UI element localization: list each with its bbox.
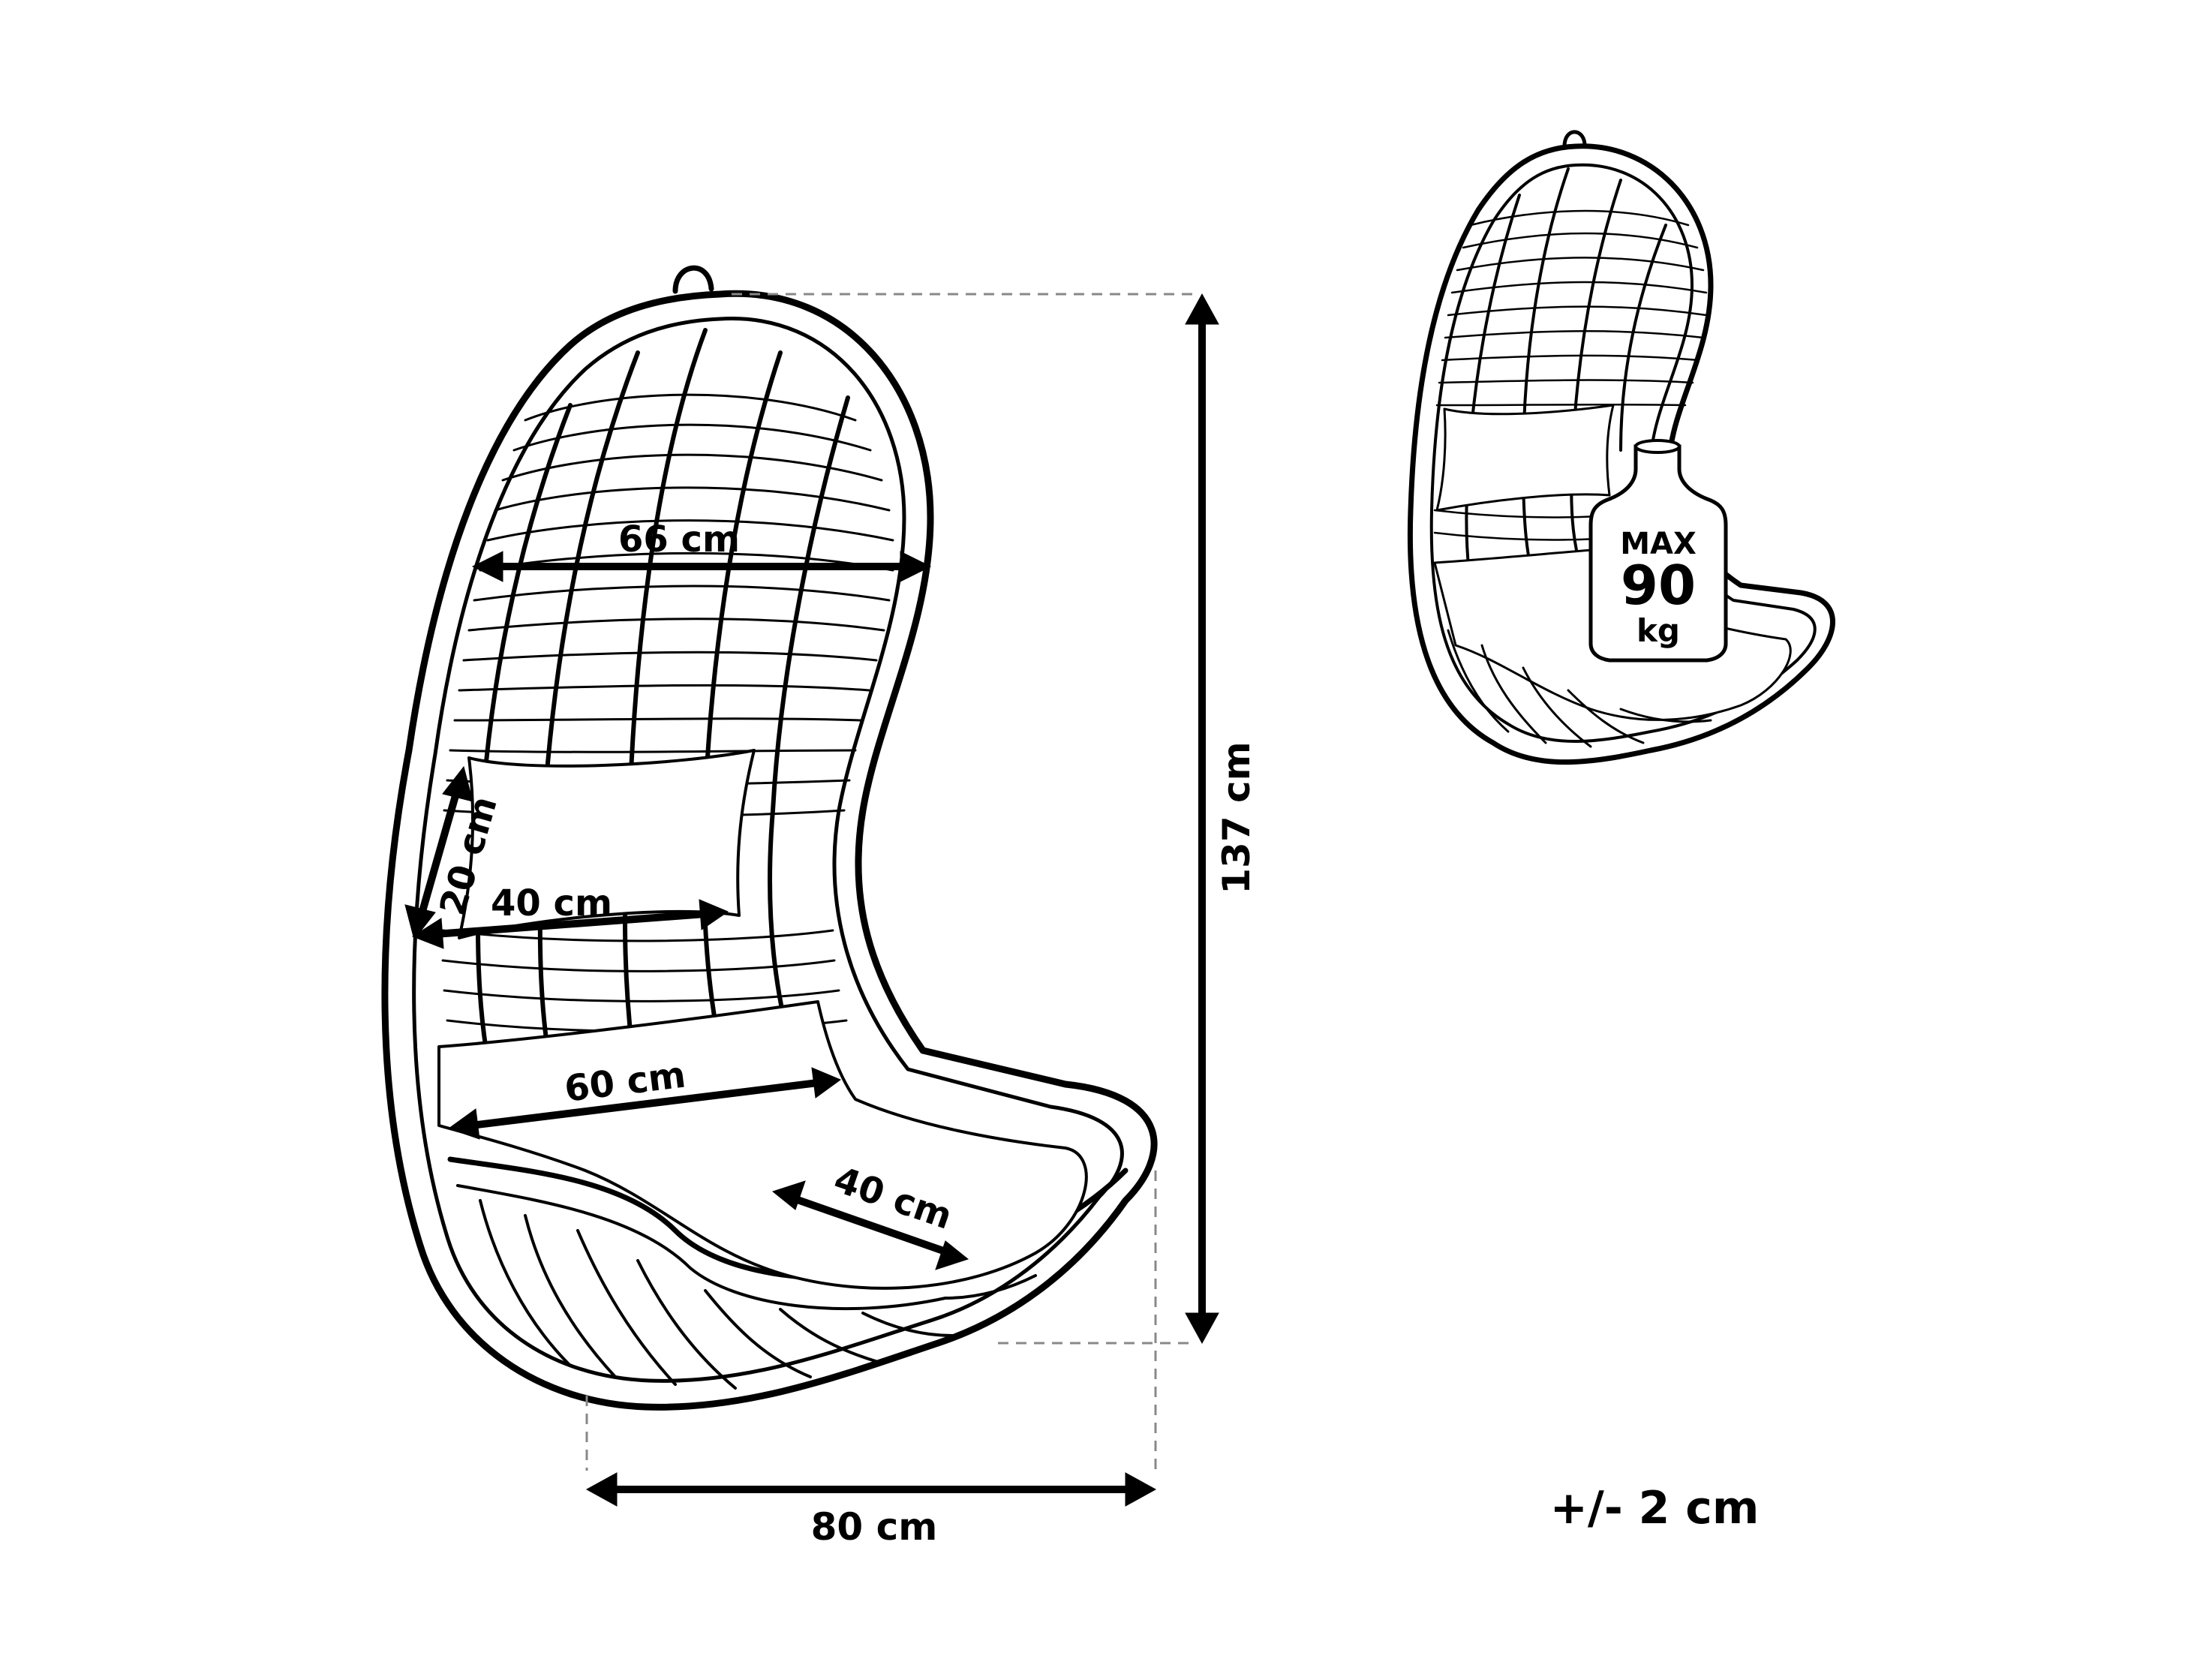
- hanging-chair-drawing-small: [1407, 130, 1835, 765]
- hanging-chair-drawing-large: [381, 265, 1158, 1411]
- back-slats: [441, 393, 894, 1032]
- weight-max-label: MAX: [1620, 527, 1697, 561]
- small-outer-frame: [1407, 143, 1835, 765]
- back-pillow: [458, 749, 756, 939]
- weight-unit: kg: [1636, 612, 1680, 649]
- small-back-pillow: [1435, 404, 1615, 512]
- dimension-arrows: [404, 293, 1219, 1507]
- pillow-width-arrow: [434, 910, 706, 938]
- outer-frame-inner-line: [412, 317, 1124, 1383]
- cushion-width-arrow: [470, 1079, 819, 1129]
- total-height-label: 137 cm: [1215, 741, 1258, 894]
- seat-back-width-label: 66 cm: [618, 518, 740, 561]
- cushion-depth-arrow: [794, 1195, 947, 1255]
- weight-icon: [1588, 439, 1728, 663]
- extension-lines: [585, 293, 1193, 1471]
- weight-value: 90: [1621, 554, 1696, 617]
- outer-frame: [381, 290, 1158, 1411]
- tolerance-note: +/- 2 cm: [1550, 1482, 1760, 1534]
- seat-cushion: [437, 1000, 1088, 1290]
- total-width-label: 80 cm: [811, 1505, 938, 1549]
- small-hanging-hook: [1562, 130, 1587, 149]
- pillow-height-arrow: [416, 786, 461, 921]
- pillow-width-label: 40 cm: [491, 882, 612, 924]
- hanging-hook: [672, 265, 714, 294]
